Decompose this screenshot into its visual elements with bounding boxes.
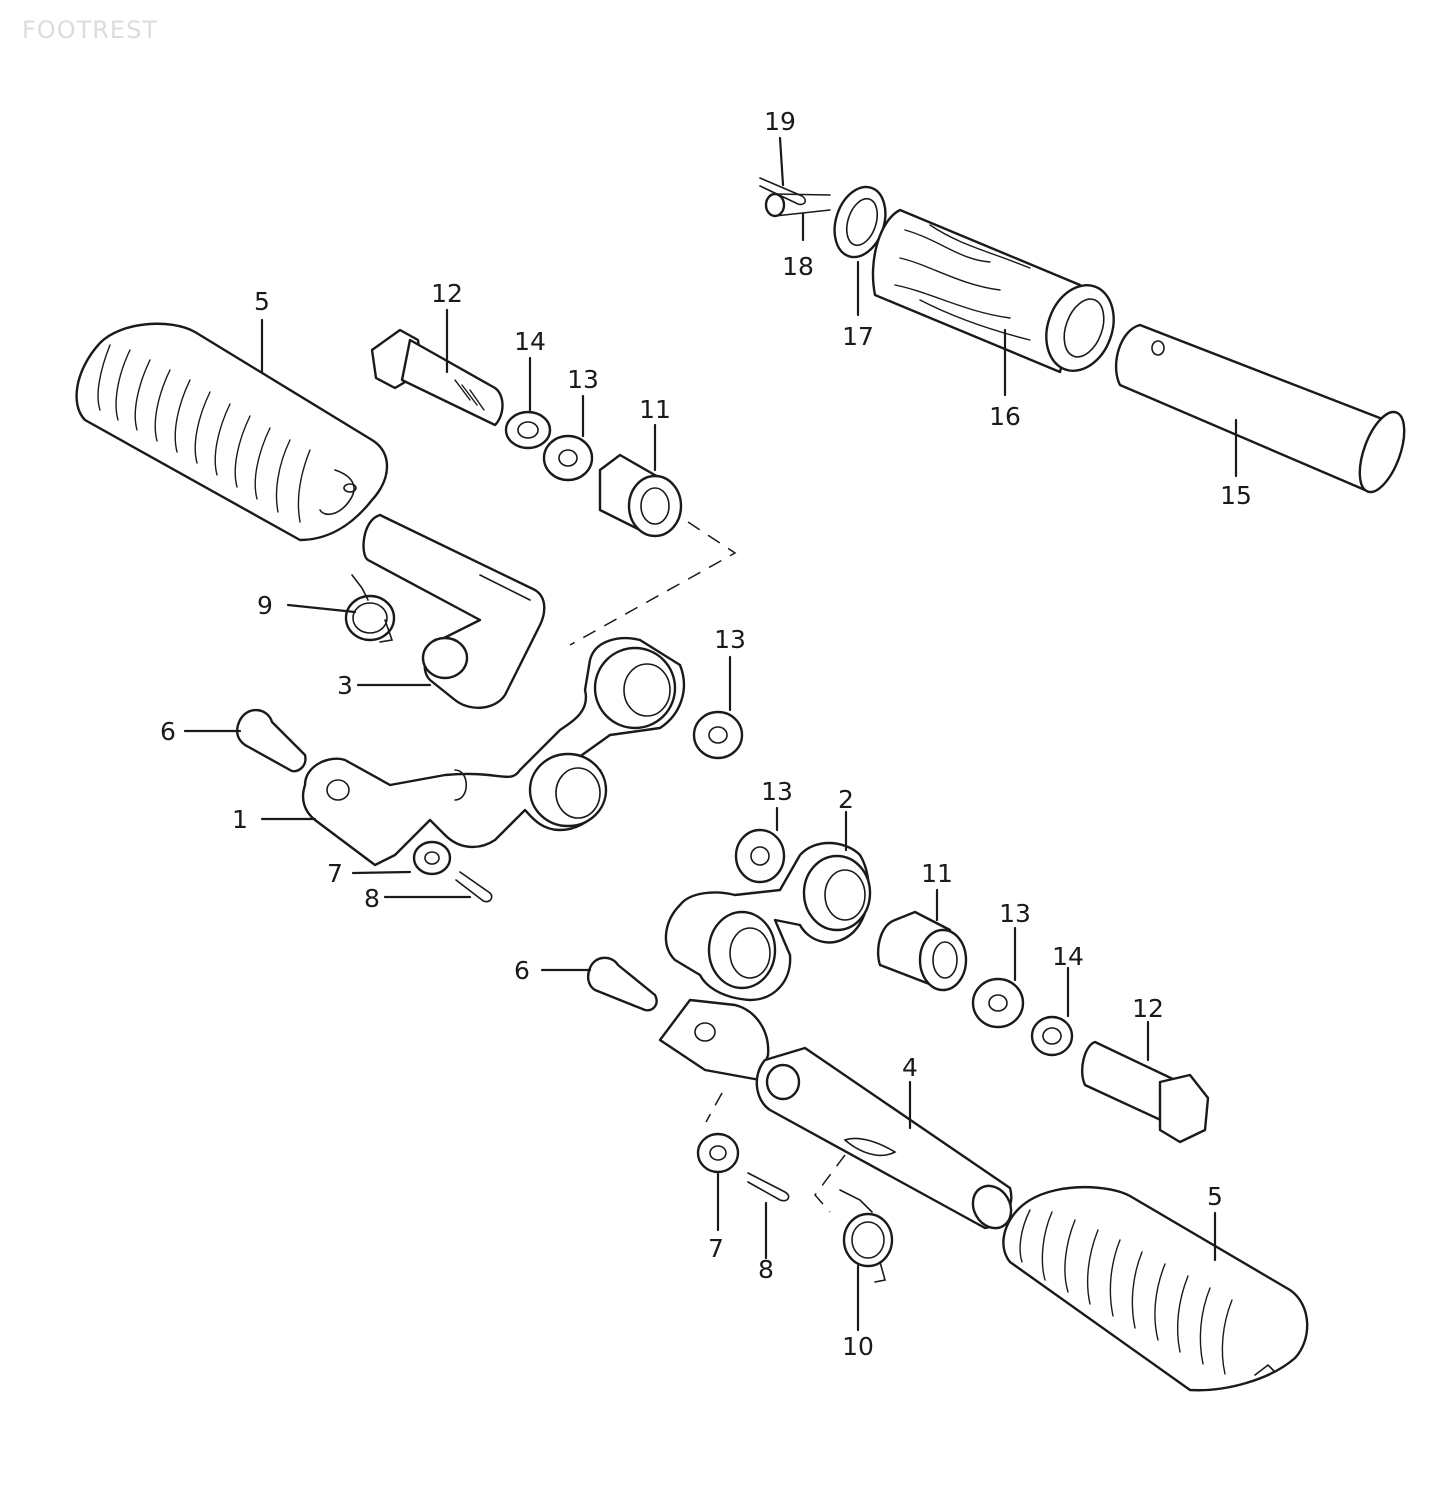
callout-12-lower: 12 <box>1132 994 1164 1023</box>
callout-10: 10 <box>842 1332 874 1361</box>
callout-6-upper: 6 <box>160 717 176 746</box>
callout-11-upper: 11 <box>639 395 671 424</box>
footpeg-rubber-lower <box>1002 1185 1309 1392</box>
assembly-line-lower-2 <box>814 1154 846 1213</box>
callout-5-lower: 5 <box>1207 1182 1223 1211</box>
assembly-line-lower-1 <box>705 1092 723 1123</box>
callout-12-upper: 12 <box>431 279 463 308</box>
bolt-lower <box>1081 1040 1210 1144</box>
callout-8-lower: 8 <box>758 1255 774 1284</box>
washer-upper-2 <box>692 710 744 760</box>
passenger-peg-rubber <box>871 208 1115 374</box>
callout-16: 16 <box>989 402 1021 431</box>
lock-washer-lower <box>1030 1015 1074 1057</box>
return-spring-upper <box>344 574 396 643</box>
callout-4: 4 <box>902 1053 918 1082</box>
cotter-pin-passenger <box>759 177 807 206</box>
callout-7-upper: 7 <box>327 859 343 888</box>
cotter-pin-lower <box>747 1172 790 1202</box>
washer-pin-lower <box>696 1132 740 1174</box>
callout-2: 2 <box>838 785 854 814</box>
callout-13-lower-2: 13 <box>999 899 1031 928</box>
leader-lines <box>183 136 1238 1332</box>
clevis-pin-lower <box>586 956 658 1012</box>
footrest-bracket-upper <box>301 637 686 867</box>
footpeg-rubber-upper <box>75 322 389 542</box>
callout-14-lower: 14 <box>1052 942 1084 971</box>
washer-upper-1 <box>542 434 594 482</box>
callout-1: 1 <box>232 805 248 834</box>
assembly-line-upper <box>569 521 737 646</box>
collar-upper <box>598 453 683 538</box>
washer-lower-1 <box>734 828 786 884</box>
callout-5-upper: 5 <box>254 287 270 316</box>
footpeg-arm-lower <box>658 998 1013 1230</box>
cotter-pin-upper <box>455 871 493 903</box>
passenger-peg-shaft <box>1114 323 1406 494</box>
callout-14-upper: 14 <box>514 327 546 356</box>
callout-3: 3 <box>337 671 353 700</box>
pin-passenger <box>764 192 831 218</box>
footrest-bracket-lower <box>664 841 872 1002</box>
clevis-pin-upper <box>235 708 307 773</box>
callout-17: 17 <box>842 322 874 351</box>
diagram-title: FOOTREST <box>22 16 158 44</box>
callout-7-lower: 7 <box>708 1234 724 1263</box>
washer-passenger <box>833 185 887 259</box>
callout-6-lower: 6 <box>514 956 530 985</box>
collar-lower <box>876 910 968 992</box>
callout-13-lower-1: 13 <box>761 777 793 806</box>
lock-washer-upper <box>504 410 552 450</box>
callout-13-upper-1: 13 <box>567 365 599 394</box>
footpeg-holder-upper <box>362 513 546 709</box>
callout-18: 18 <box>782 252 814 281</box>
callout-8-upper: 8 <box>364 884 380 913</box>
washer-lower-2 <box>971 977 1025 1029</box>
callout-11-lower: 11 <box>921 859 953 888</box>
washer-pin-upper <box>412 840 452 876</box>
callout-9: 9 <box>257 591 273 620</box>
bolt-upper <box>370 328 504 427</box>
callout-numbers: 5 12 14 13 11 9 3 6 13 1 7 8 19 18 17 16… <box>160 107 1252 1361</box>
callout-13-upper-2: 13 <box>714 625 746 654</box>
callout-15: 15 <box>1220 481 1252 510</box>
callout-19: 19 <box>764 107 796 136</box>
return-spring-lower <box>839 1189 894 1283</box>
